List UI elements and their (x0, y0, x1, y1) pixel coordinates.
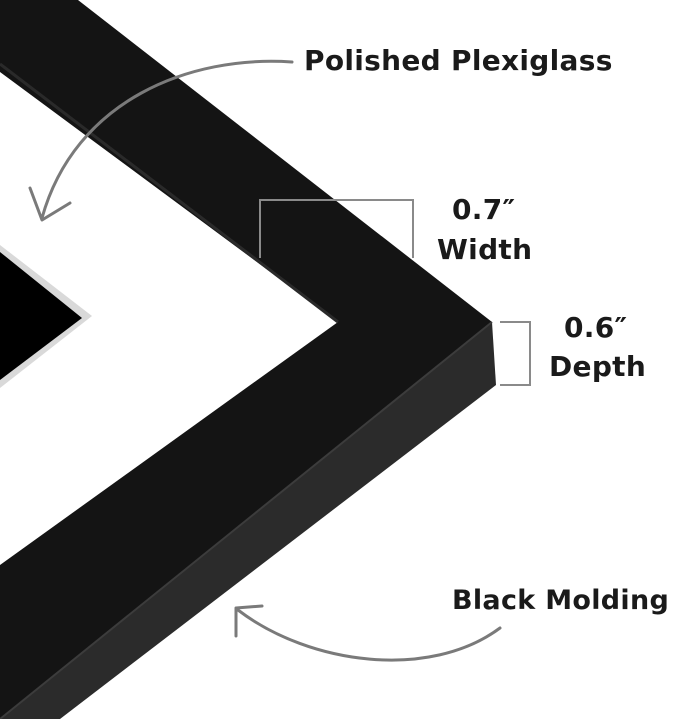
width-value-label: 0.7″ (452, 193, 516, 226)
depth-bracket (500, 321, 531, 386)
plexiglass-label: Polished Plexiglass (304, 44, 613, 77)
molding-arrow (236, 608, 502, 662)
width-name-label: Width (437, 233, 533, 266)
molding-label: Black Molding (452, 585, 670, 616)
mat-board (0, 72, 338, 565)
artwork (0, 252, 82, 380)
depth-value-label: 0.6″ (564, 311, 628, 344)
width-bracket (259, 199, 414, 258)
plexiglass-arrow-head (28, 186, 72, 222)
plexiglass-arrow (40, 59, 294, 220)
plexiglass-edge (0, 62, 339, 324)
depth-name-label: Depth (549, 350, 647, 383)
frame-edge-highlight (0, 321, 493, 720)
molding-arrow-head (234, 604, 264, 638)
